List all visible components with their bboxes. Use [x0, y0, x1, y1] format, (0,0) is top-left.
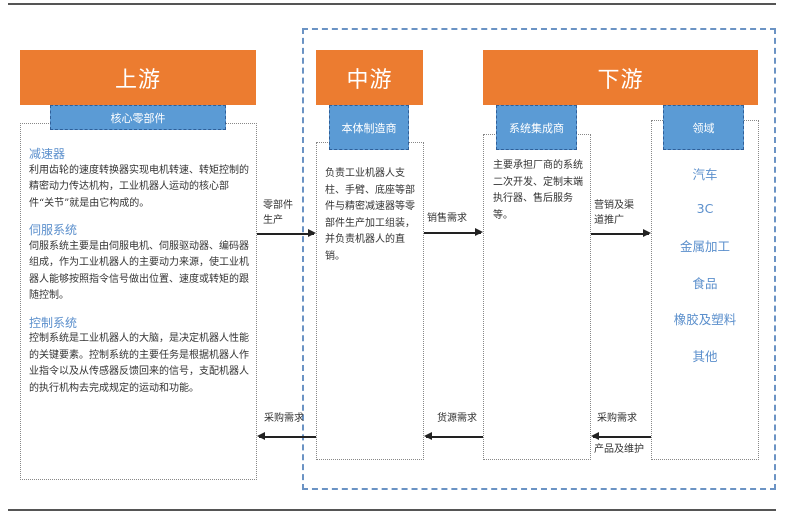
field-item: 金属加工 — [679, 239, 730, 254]
integrator-text: 主要承担厂商的系统二次开发、定制末端执行器、售后服务等。 — [493, 160, 583, 221]
section-reducer: 减速器 利用齿轮的速度转换器实现电机转速、转矩控制的精密动力传达机构，工业机器人… — [29, 146, 251, 212]
section-heading: 控制系统 — [29, 315, 78, 330]
integrator-tag: 系统集成商 — [496, 105, 577, 150]
section-heading: 减速器 — [29, 147, 66, 161]
field-item: 3C — [696, 201, 714, 216]
midstream-text: 负责工业机器人支柱、手臂、底座等部件与精密减速器等零部件生产加工组装，并负责机器… — [325, 168, 415, 262]
flow-label-supply-demand: 货源需求 — [437, 413, 477, 424]
flow-label-sales-demand: 销售需求 — [427, 213, 467, 224]
arrow-integrator-to-fields — [591, 230, 651, 236]
section-text: 控制系统是工业机器人的大脑，是决定机器人性能的关键要素。控制系统的主要任务是根据… — [29, 333, 249, 394]
flow-label-purchase-demand-2: 采购需求 — [597, 413, 637, 424]
arrow-mid-to-integrator — [424, 229, 483, 235]
upstream-tag: 核心零部件 — [50, 105, 226, 130]
flow-label-purchase-demand-1: 采购需求 — [264, 413, 304, 424]
upstream-content: 减速器 利用齿轮的速度转换器实现电机转速、转矩控制的精密动力传达机构，工业机器人… — [29, 138, 251, 397]
field-item: 其他 — [692, 349, 718, 364]
top-rule — [8, 3, 776, 5]
section-text: 伺服系统主要是由伺服电机、伺服驱动器、编码器组成，作为工业机器人的主要动力来源，… — [29, 240, 249, 302]
midstream-box — [316, 142, 424, 460]
flow-label-marketing: 营销及渠道推广 — [594, 200, 634, 226]
section-heading: 伺服系统 — [29, 223, 78, 237]
downstream-header: 下游 — [483, 50, 758, 105]
arrow-mid-to-up — [257, 433, 316, 439]
section-servo: 伺服系统 伺服系统主要是由伺服电机、伺服驱动器、编码器组成，作为工业机器人的主要… — [29, 222, 251, 305]
section-control: 控制系统 控制系统是工业机器人的大脑，是决定机器人性能的关键要素。控制系统的主要… — [29, 315, 251, 398]
upstream-header: 上游 — [20, 50, 256, 105]
flow-label-parts-production: 零部件生产 — [263, 200, 293, 226]
field-item: 汽车 — [692, 167, 718, 182]
integrator-box — [483, 134, 591, 460]
mid-down-group-frame — [302, 28, 776, 490]
fields-tag: 领域 — [663, 105, 744, 150]
section-text: 利用齿轮的速度转换器实现电机转速、转矩控制的精密动力传达机构，工业机器人运动的核… — [29, 164, 249, 209]
midstream-header: 中游 — [316, 50, 423, 105]
field-item: 食品 — [692, 276, 718, 291]
upstream-box — [20, 123, 257, 480]
midstream-tag: 本体制造商 — [329, 105, 409, 150]
arrow-fields-to-integrator — [591, 433, 651, 439]
bottom-rule — [8, 509, 776, 511]
flow-label-product-maintenance: 产品及维护 — [594, 444, 644, 455]
field-item: 橡胶及塑料 — [673, 312, 737, 327]
arrow-up-to-mid — [257, 230, 316, 236]
arrow-integrator-to-mid — [424, 433, 483, 439]
